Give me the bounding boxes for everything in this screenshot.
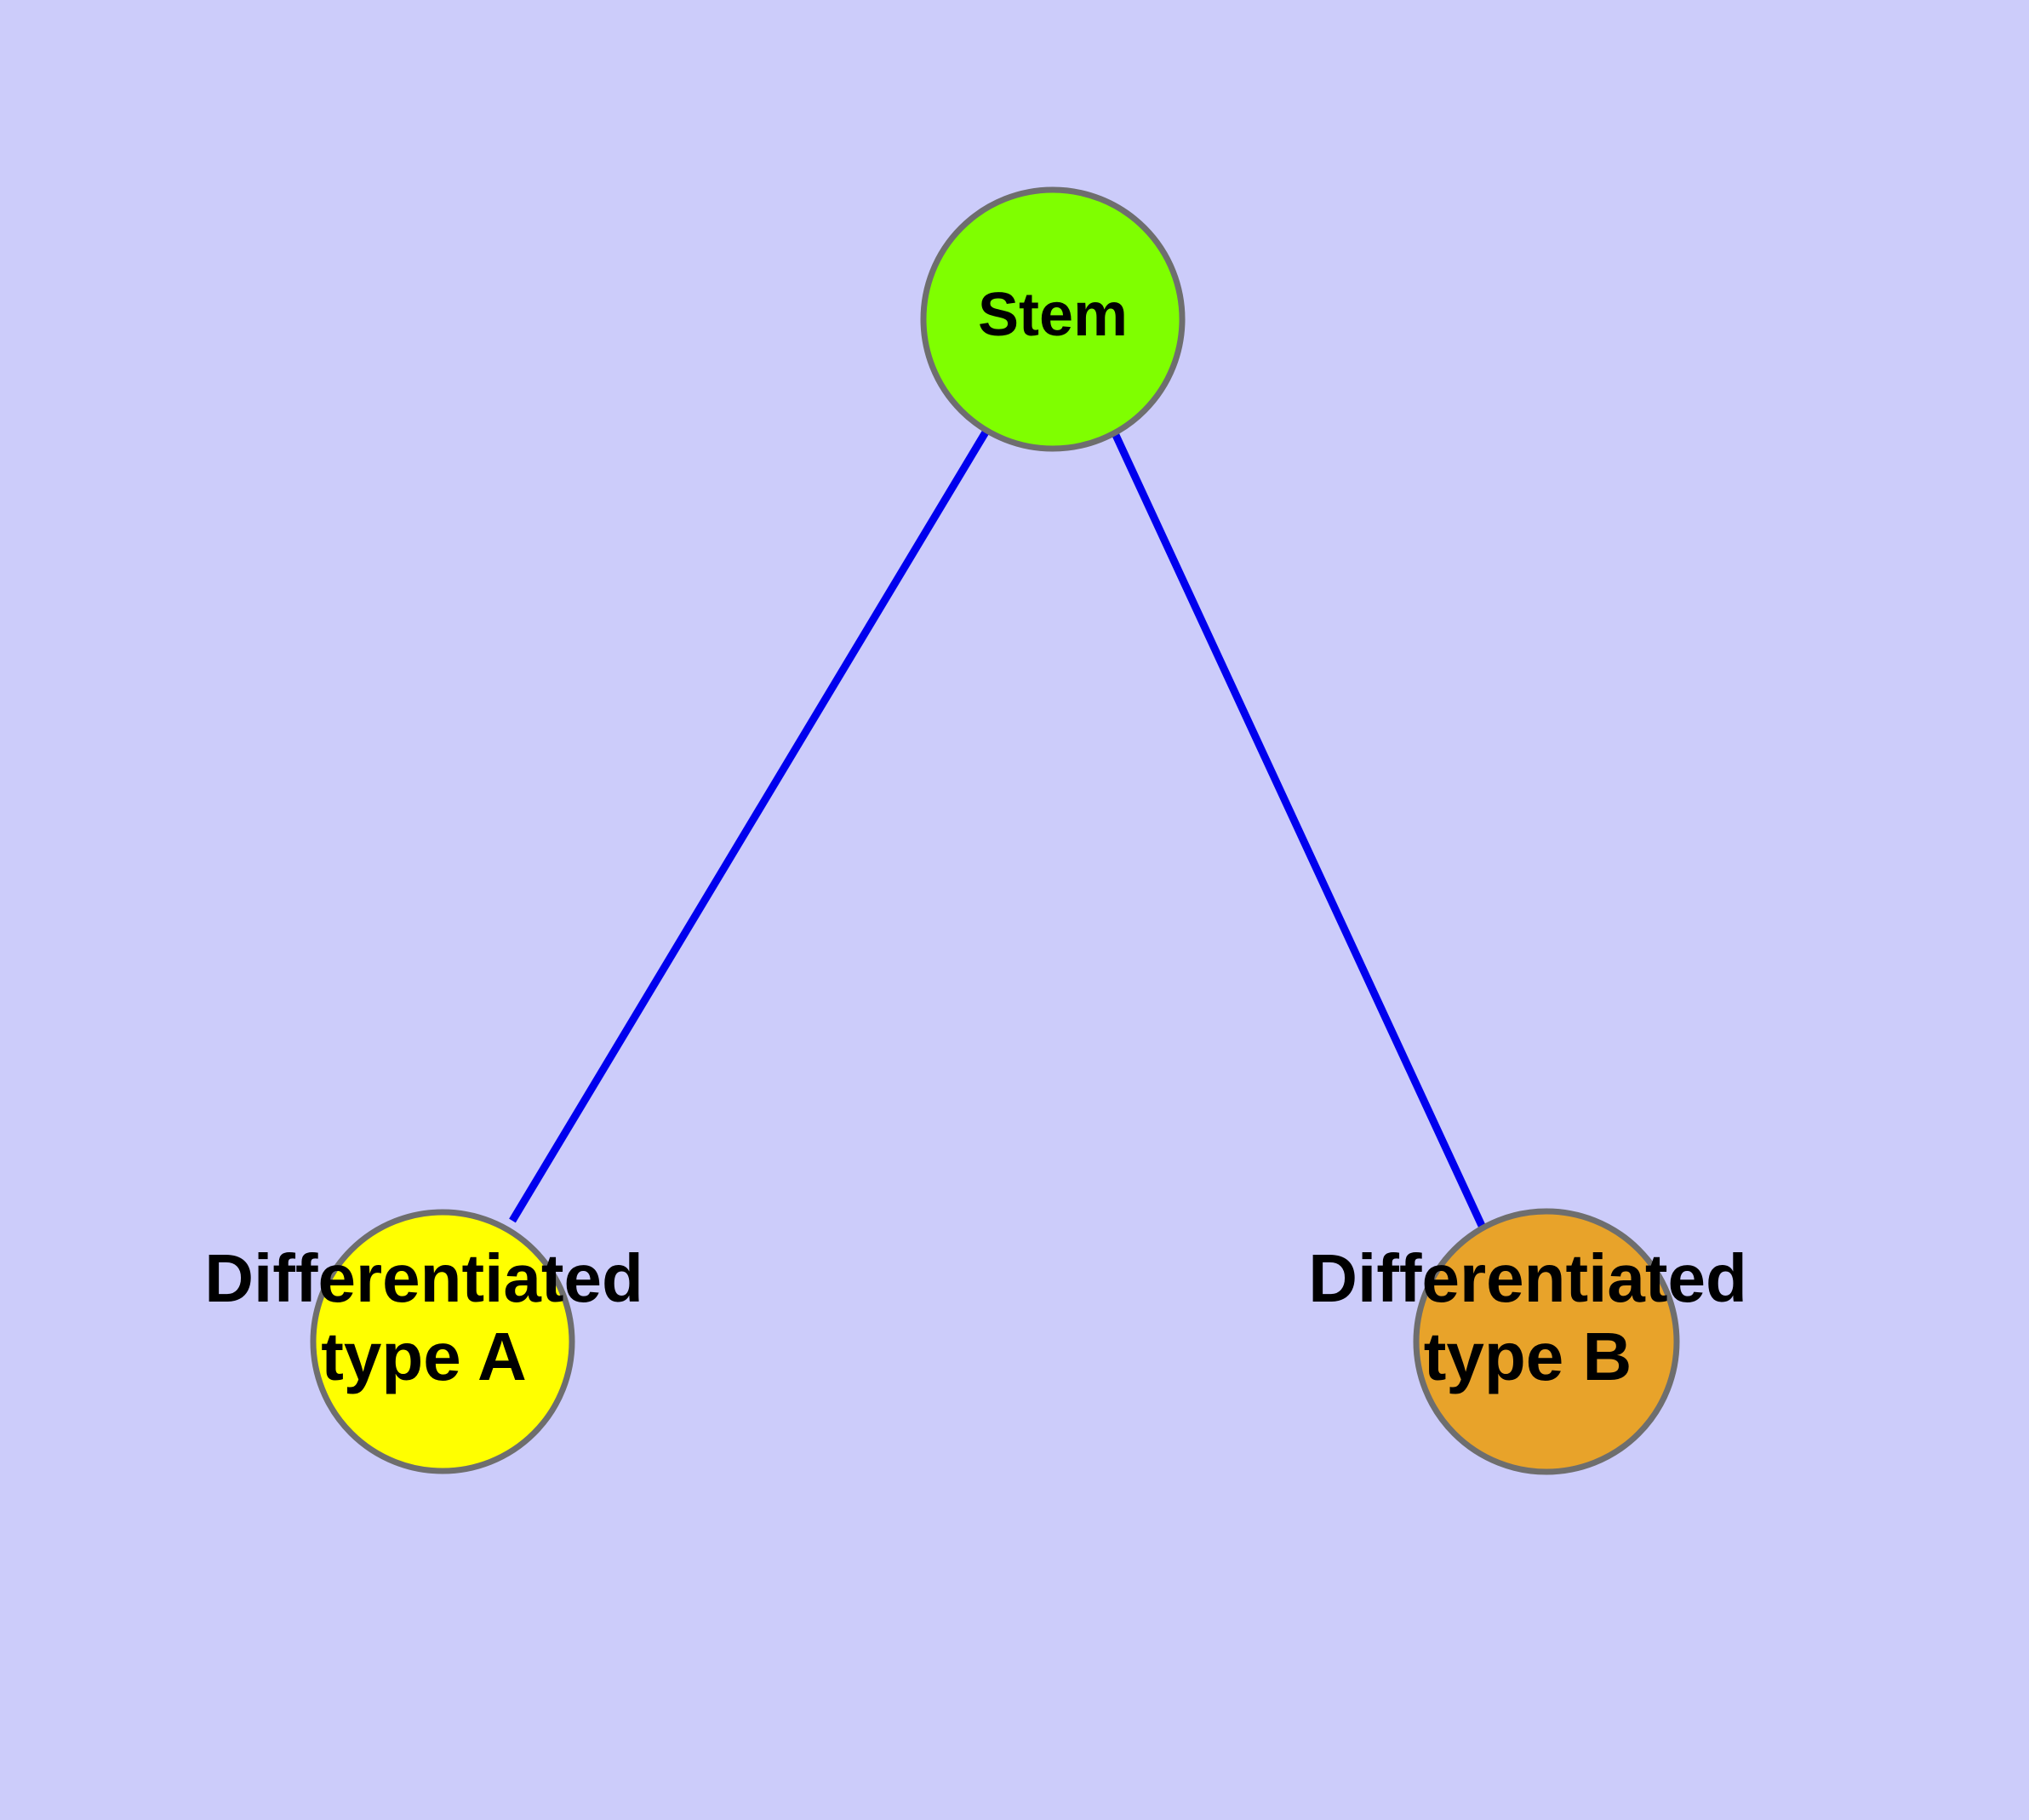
graph-node-stem[interactable]: Stem	[920, 186, 1186, 452]
node-label-line: type A	[321, 1319, 527, 1394]
node-label-line: type B	[1424, 1319, 1632, 1394]
node-label-line: Differentiated	[204, 1240, 643, 1316]
graph-edge-stem-to-diff-b	[1111, 432, 1487, 1229]
node-circle-diff-a[interactable]	[310, 1209, 575, 1474]
node-label-line: Differentiated	[1308, 1240, 1747, 1316]
edges-layer	[509, 428, 1487, 1229]
node-label-stem: Stem	[978, 281, 1128, 349]
node-circle-diff-b[interactable]	[1413, 1208, 1680, 1475]
node-label-line: Stem	[978, 281, 1128, 349]
node-circle-stem[interactable]	[920, 186, 1186, 452]
graph-edge-stem-to-diff-a	[509, 428, 990, 1223]
